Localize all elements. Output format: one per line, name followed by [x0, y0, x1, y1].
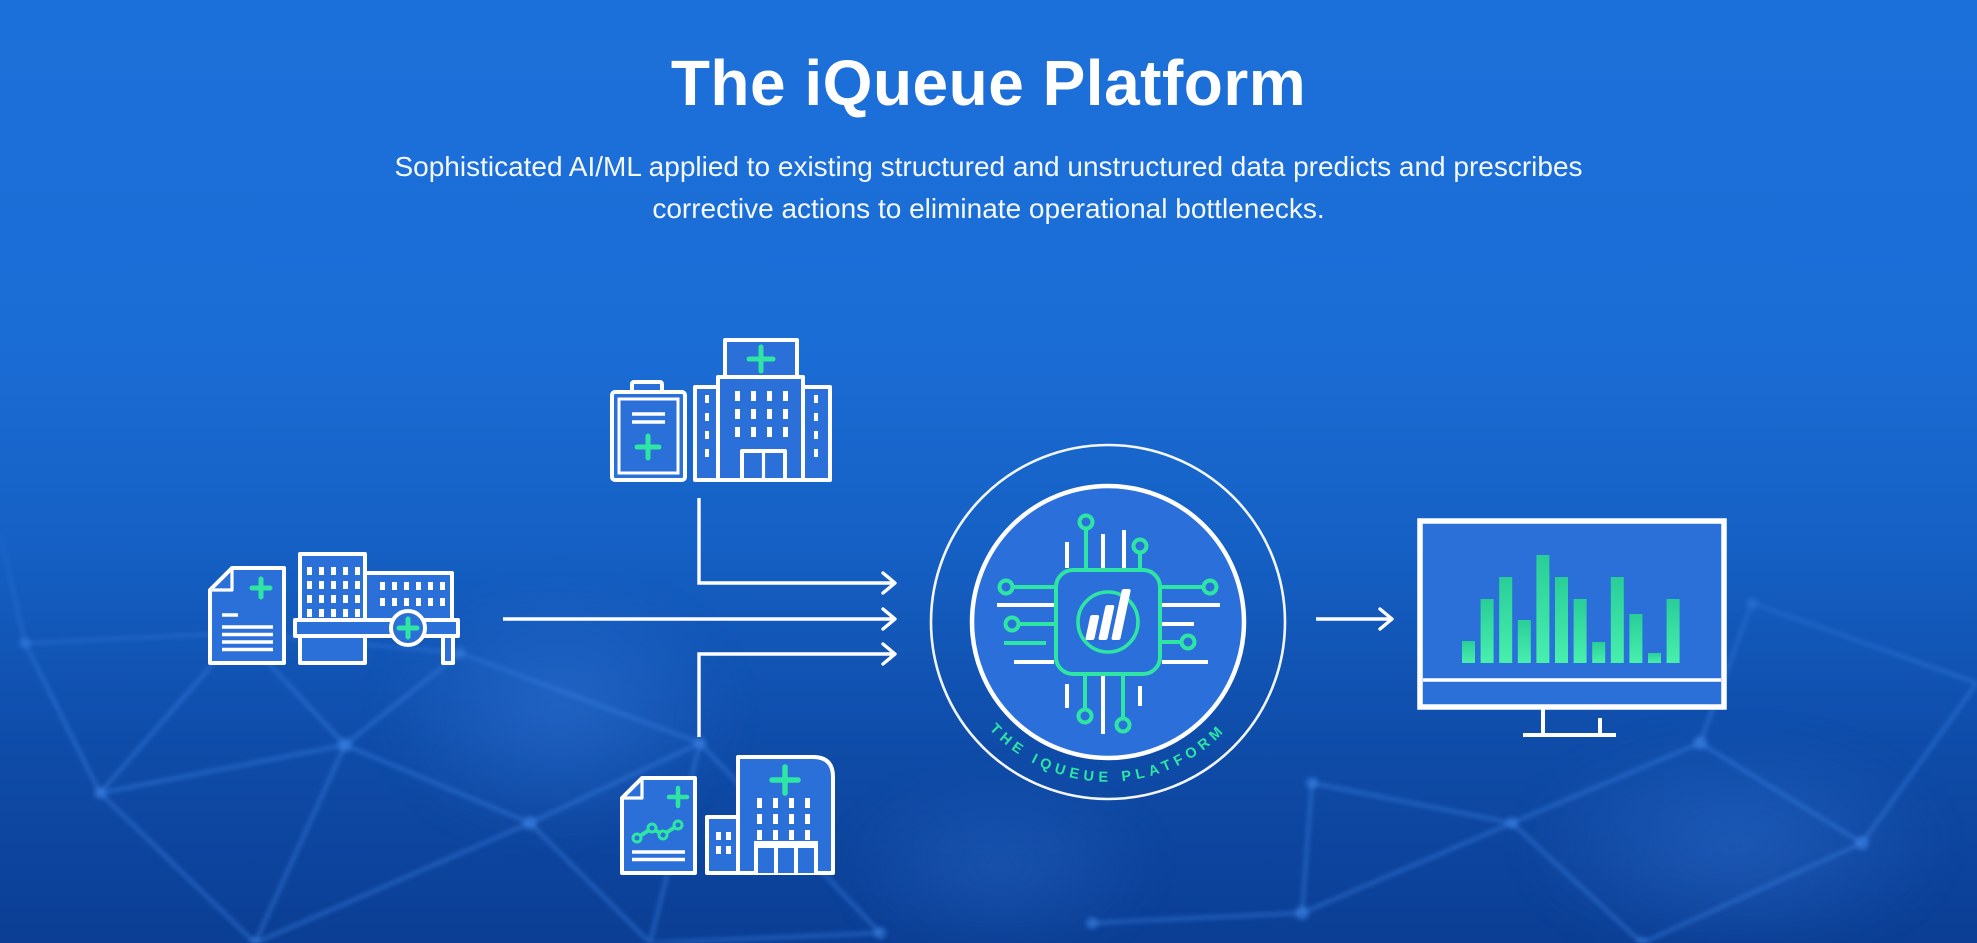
document-plus-icon — [208, 566, 286, 665]
emblem-outer-ring — [929, 443, 1287, 801]
arrow-right-icon — [503, 607, 897, 631]
bar-chart-icon — [1462, 555, 1680, 663]
bar — [1462, 641, 1475, 663]
arrow-right-icon — [1316, 607, 1394, 631]
chart-document-icon — [620, 776, 697, 875]
section-header: The iQueue Platform Sophisticated AI/ML … — [0, 46, 1977, 230]
iqueue-logo-icon — [1076, 589, 1140, 654]
input-flow-arrows — [503, 498, 897, 737]
iqueue-platform-emblem: THE IQUEUE PLATFORM — [929, 443, 1287, 801]
bar — [1592, 642, 1606, 663]
input-clinical-data — [610, 338, 832, 482]
hospital-tower-icon — [693, 338, 832, 482]
output-flow-arrow — [1316, 607, 1394, 631]
page-title: The iQueue Platform — [670, 47, 1307, 119]
circuit-traces-icon — [997, 513, 1220, 734]
monitor-screen — [1417, 518, 1727, 710]
hospital-campus-icon — [293, 552, 460, 665]
bar — [1517, 620, 1531, 663]
bar — [1480, 599, 1494, 663]
bar — [1499, 577, 1513, 663]
arrow-right-icon — [697, 498, 897, 595]
bar — [1555, 577, 1568, 663]
bar — [1666, 599, 1680, 663]
bar — [1648, 653, 1661, 663]
clipboard-plus-icon — [610, 380, 687, 482]
monitor-icon — [1417, 518, 1727, 737]
page-subtitle: Sophisticated AI/ML applied to existing … — [394, 151, 1583, 224]
bar — [1629, 614, 1643, 663]
arrow-right-icon — [697, 642, 897, 737]
input-reports-data — [620, 755, 835, 875]
bar — [1610, 577, 1624, 663]
bar — [1536, 555, 1550, 663]
clinic-building-icon — [705, 755, 835, 875]
input-hospital-data — [208, 552, 460, 665]
monitor-stand — [1523, 709, 1616, 737]
bar — [1573, 599, 1587, 663]
